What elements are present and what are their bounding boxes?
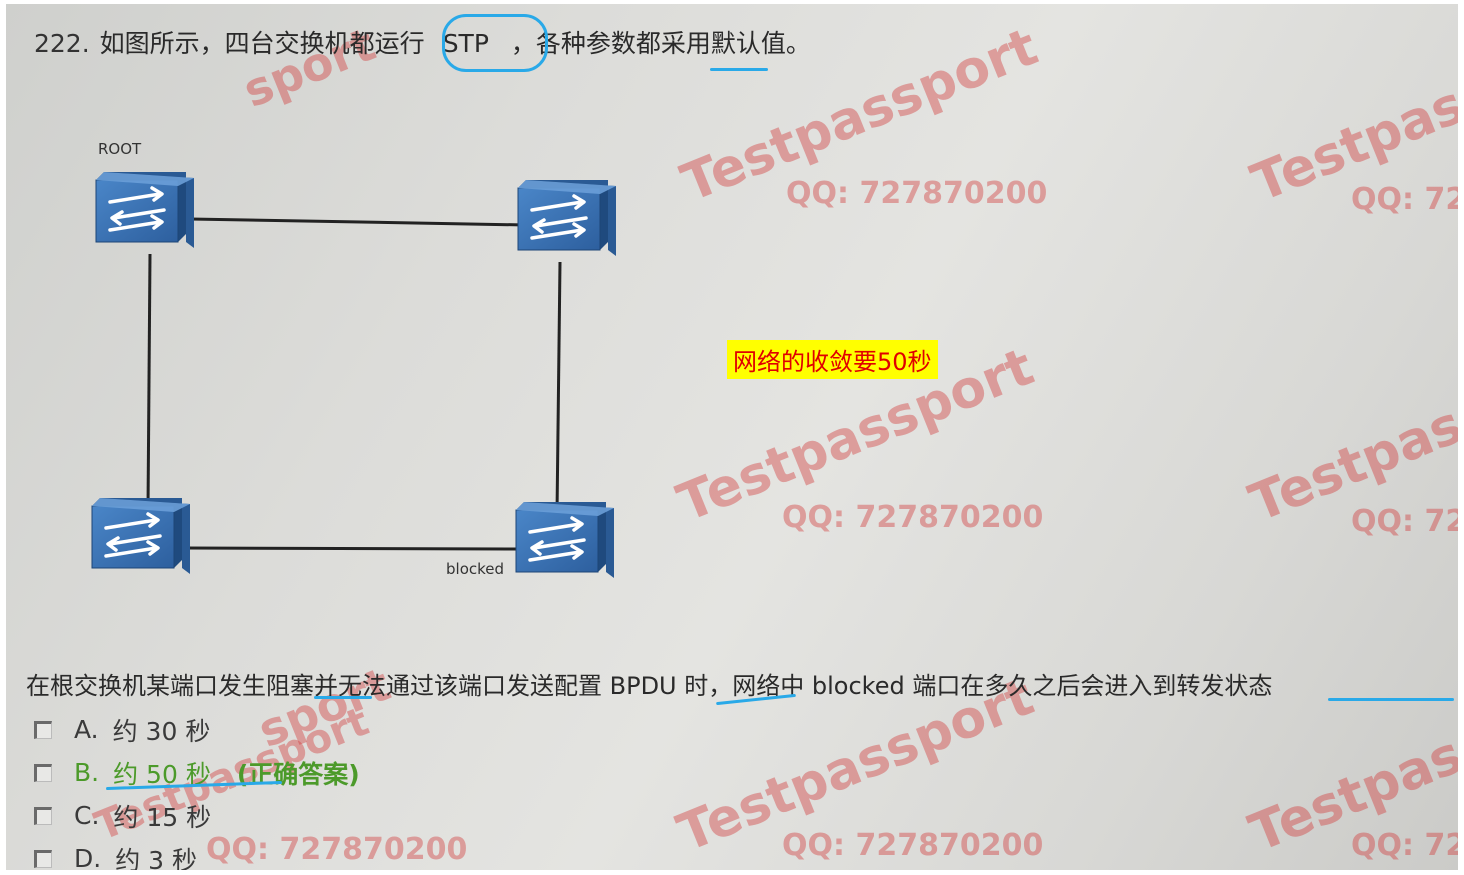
option-letter: C. (74, 801, 100, 830)
option-c-checkbox[interactable] (34, 806, 52, 825)
option-c[interactable]: C. 约 15 秒 (34, 794, 360, 837)
option-letter: D. (74, 844, 102, 870)
link-right (555, 261, 562, 515)
watermark-brand: Testpassp (1243, 49, 1458, 214)
watermark-qq: QQ: 727870200 (782, 500, 1044, 535)
link-top (189, 217, 527, 227)
question-header-text: 如图所示，四台交换机都运行 (99, 29, 425, 58)
watermark-qq: QQ: 72 (1351, 828, 1458, 863)
option-b-checkbox[interactable] (34, 763, 52, 782)
pen-circle-mark (442, 14, 548, 72)
pen-underline-mark (1328, 698, 1454, 701)
question-header-tail: ，各种参数都采用默认值。 (510, 29, 811, 58)
watermark-brand: Testpassp (1241, 699, 1458, 864)
photo-frame: sport Testpassport QQ: 727870200 Testpas… (6, 4, 1458, 870)
pen-underline-mark (710, 68, 768, 71)
answer-options: A. 约 30 秒 B. 约 50 秒 (正确答案) C. 约 15 秒 D. … (34, 708, 360, 870)
option-b[interactable]: B. 约 50 秒 (正确答案) (34, 751, 360, 794)
option-d-checkbox[interactable] (34, 849, 52, 868)
switch-top-right-icon (516, 178, 618, 258)
question-number: 222. (34, 29, 90, 58)
watermark-qq: QQ: 72 (1351, 504, 1458, 539)
watermark-qq: QQ: 727870200 (782, 828, 1044, 863)
watermark-brand: Testpassp (1241, 369, 1458, 534)
correct-answer-tag: (正确答案) (236, 759, 360, 789)
option-d[interactable]: D. 约 3 秒 (34, 837, 360, 870)
option-letter: A. (74, 715, 99, 744)
answer-annotation: 网络的收敛要50秒 (727, 340, 938, 379)
root-label: ROOT (98, 140, 142, 158)
switch-bottom-left-icon (90, 496, 192, 576)
network-diagram: ROOT blocked (90, 140, 618, 580)
watermark-qq: QQ: 727870200 (786, 176, 1048, 211)
option-a[interactable]: A. 约 30 秒 (34, 708, 360, 751)
watermark-qq: QQ: 72 (1351, 182, 1458, 217)
pen-underline-mark (314, 696, 372, 699)
switch-bottom-right-icon (514, 500, 616, 580)
link-left (146, 253, 152, 510)
option-a-checkbox[interactable] (34, 720, 52, 739)
option-letter: B. (74, 758, 100, 787)
option-text: 约 3 秒 (115, 845, 198, 871)
link-bottom (185, 546, 525, 551)
switch-root-icon (94, 170, 196, 250)
blocked-label: blocked (446, 560, 504, 578)
question-body: 在根交换机某端口发生阻塞并无法通过该端口发送配置 BPDU 时，网络中 bloc… (26, 672, 1273, 700)
option-text: 约 30 秒 (112, 716, 211, 746)
option-text: 约 15 秒 (113, 802, 212, 832)
